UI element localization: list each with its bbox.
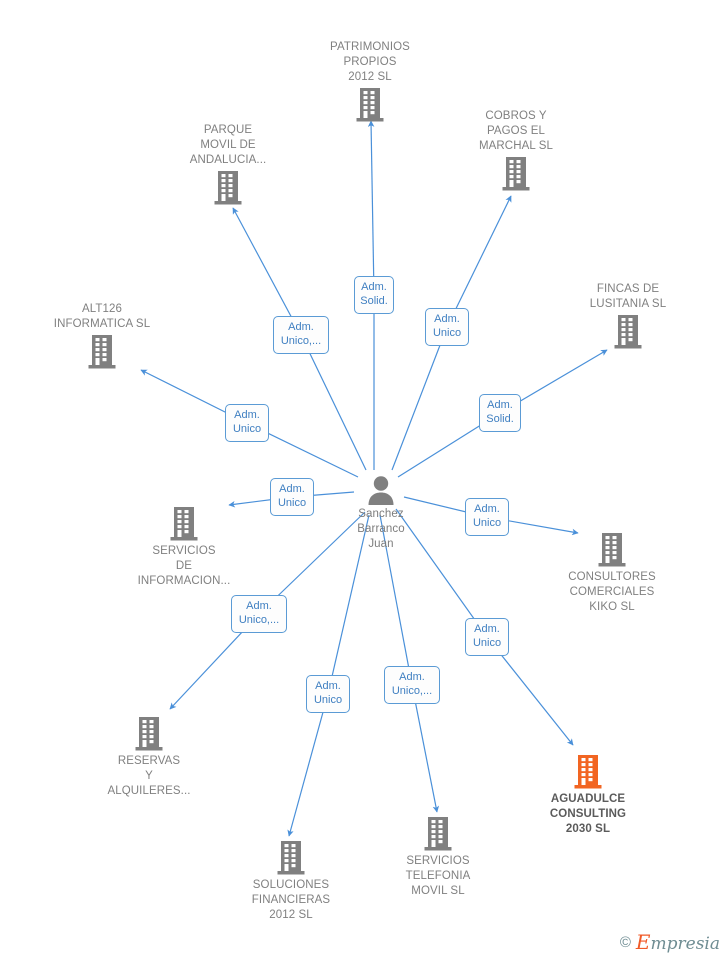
- edge-label-e-soluciones[interactable]: Adm. Unico: [306, 675, 350, 713]
- building-icon: [502, 157, 530, 191]
- empresia-logo-initial: E: [635, 930, 651, 954]
- building-icon: [356, 88, 384, 122]
- empresia-logo: Empresia: [636, 930, 720, 954]
- company-node-aguadulce[interactable]: AGUADULCE CONSULTING 2030 SL: [513, 754, 663, 837]
- company-node-alt126[interactable]: ALT126 INFORMATICA SL: [27, 300, 177, 370]
- edge-label-e-fincas-lusitania[interactable]: Adm. Solid.: [479, 394, 521, 432]
- company-node-label-fincas-lusitania: FINCAS DE LUSITANIA SL: [589, 283, 667, 310]
- empresia-logo-rest: mpresia: [650, 934, 721, 954]
- edge-line-e-cobros-pagos-in: [391, 326, 448, 471]
- company-node-cobros-pagos[interactable]: COBROS Y PAGOS EL MARCHAL SL: [441, 107, 591, 192]
- company-node-label-servicios-informacion: SERVICIOS DE INFORMACION...: [137, 545, 231, 587]
- edge-line-e-soluciones-in: [327, 514, 370, 695]
- building-icon: [214, 171, 242, 205]
- edge-label-e-alt126[interactable]: Adm. Unico: [225, 404, 269, 442]
- company-node-parque-movil[interactable]: PARQUE MOVIL DE ANDALUCIA...: [153, 121, 303, 206]
- company-node-label-consultores-kiko: CONSULTORES COMERCIALES KIKO SL: [568, 571, 656, 613]
- company-node-patrimonios[interactable]: PATRIMONIOS PROPIOS 2012 SL: [295, 38, 445, 123]
- company-node-label-cobros-pagos: COBROS Y PAGOS EL MARCHAL SL: [478, 110, 554, 152]
- edge-line-e-parque-movil-out: [232, 207, 302, 336]
- company-node-servicios-telefonia[interactable]: SERVICIOS TELEFONIA MOVIL SL: [363, 816, 513, 899]
- edge-line-e-aguadulce-in: [395, 508, 488, 638]
- person-icon: [368, 476, 394, 505]
- company-node-label-patrimonios: PATRIMONIOS PROPIOS 2012 SL: [330, 41, 410, 83]
- building-icon: [170, 507, 198, 541]
- watermark: © Empresia: [620, 930, 720, 954]
- company-node-reservas-alquileres[interactable]: RESERVAS Y ALQUILERES...: [74, 716, 224, 799]
- edge-label-e-parque-movil[interactable]: Adm. Unico,...: [273, 316, 329, 354]
- edge-label-e-patrimonios[interactable]: Adm. Solid.: [354, 276, 394, 314]
- edge-line-e-patrimonios-out: [367, 120, 375, 296]
- company-node-label-aguadulce: AGUADULCE CONSULTING 2030 SL: [549, 793, 627, 835]
- copyright-icon: ©: [619, 933, 631, 951]
- building-icon: [574, 755, 602, 789]
- company-node-label-servicios-telefonia: SERVICIOS TELEFONIA MOVIL SL: [405, 855, 471, 897]
- building-icon: [614, 315, 642, 349]
- center-node-label: Sanchez Barranco Juan: [357, 508, 405, 550]
- edge-line-e-servicios-telefonia-in: [379, 514, 413, 686]
- edge-label-e-reservas[interactable]: Adm. Unico,...: [231, 595, 287, 633]
- edge-line-e-servicios-telefonia-out: [411, 684, 440, 813]
- edge-line-e-cobros-pagos-out: [446, 195, 512, 328]
- edge-line-e-parque-movil-in: [300, 334, 367, 471]
- edge-label-e-consultores-kiko[interactable]: Adm. Unico: [465, 498, 509, 536]
- company-node-label-parque-movil: PARQUE MOVIL DE ANDALUCIA...: [189, 124, 267, 166]
- company-node-soluciones-financieras[interactable]: SOLUCIONES FINANCIERAS 2012 SL: [216, 840, 366, 923]
- edge-label-e-cobros-pagos[interactable]: Adm. Unico: [425, 308, 469, 346]
- building-icon: [598, 533, 626, 567]
- edge-line-e-soluciones-out: [287, 693, 329, 837]
- company-node-label-alt126: ALT126 INFORMATICA SL: [53, 303, 151, 330]
- building-icon: [88, 335, 116, 369]
- edge-label-e-aguadulce[interactable]: Adm. Unico: [465, 618, 509, 656]
- company-node-label-soluciones-financieras: SOLUCIONES FINANCIERAS 2012 SL: [251, 879, 331, 921]
- edge-label-e-servicios-telefonia[interactable]: Adm. Unico,...: [384, 666, 440, 704]
- building-icon: [277, 841, 305, 875]
- building-icon: [135, 717, 163, 751]
- center-node[interactable]: Sanchez Barranco Juan: [306, 474, 456, 552]
- company-node-servicios-informacion[interactable]: SERVICIOS DE INFORMACION...: [109, 506, 259, 589]
- company-node-fincas-lusitania[interactable]: FINCAS DE LUSITANIA SL: [553, 280, 703, 350]
- building-icon: [424, 817, 452, 851]
- company-node-consultores-kiko[interactable]: CONSULTORES COMERCIALES KIKO SL: [537, 532, 687, 615]
- edge-label-e-servicios-informacion[interactable]: Adm. Unico: [270, 478, 314, 516]
- company-node-label-reservas-alquileres: RESERVAS Y ALQUILERES...: [107, 755, 191, 797]
